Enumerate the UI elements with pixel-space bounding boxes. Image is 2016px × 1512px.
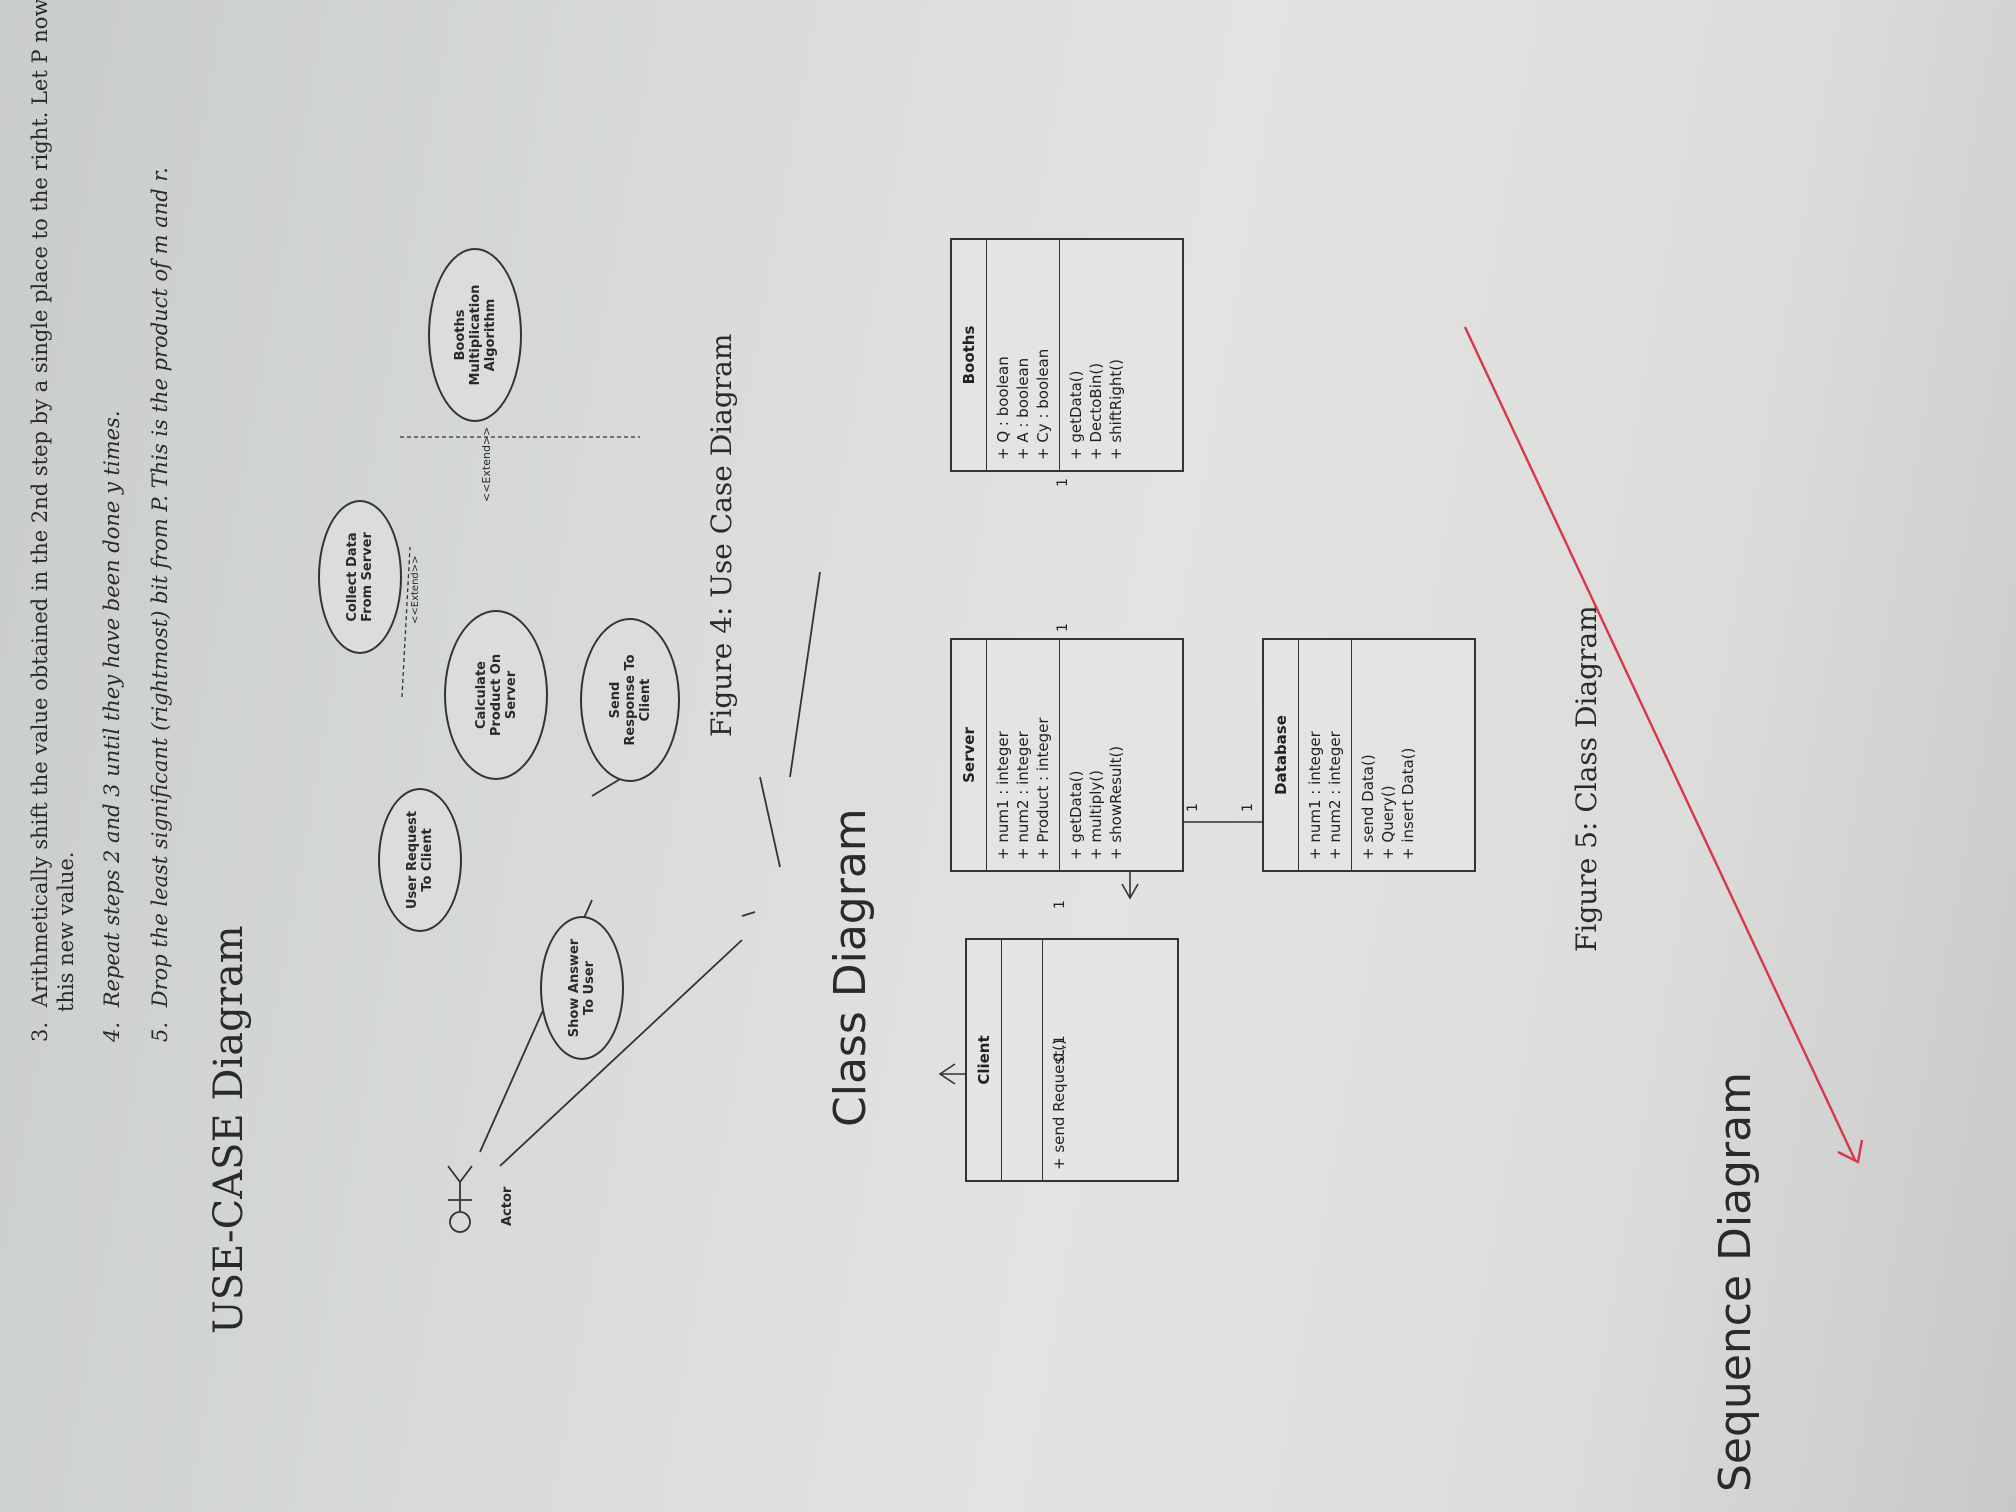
document-page: 3. Arithmetically shift the value obtain… (28, 0, 1864, 1492)
red-pen-mark (1463, 326, 1864, 1164)
